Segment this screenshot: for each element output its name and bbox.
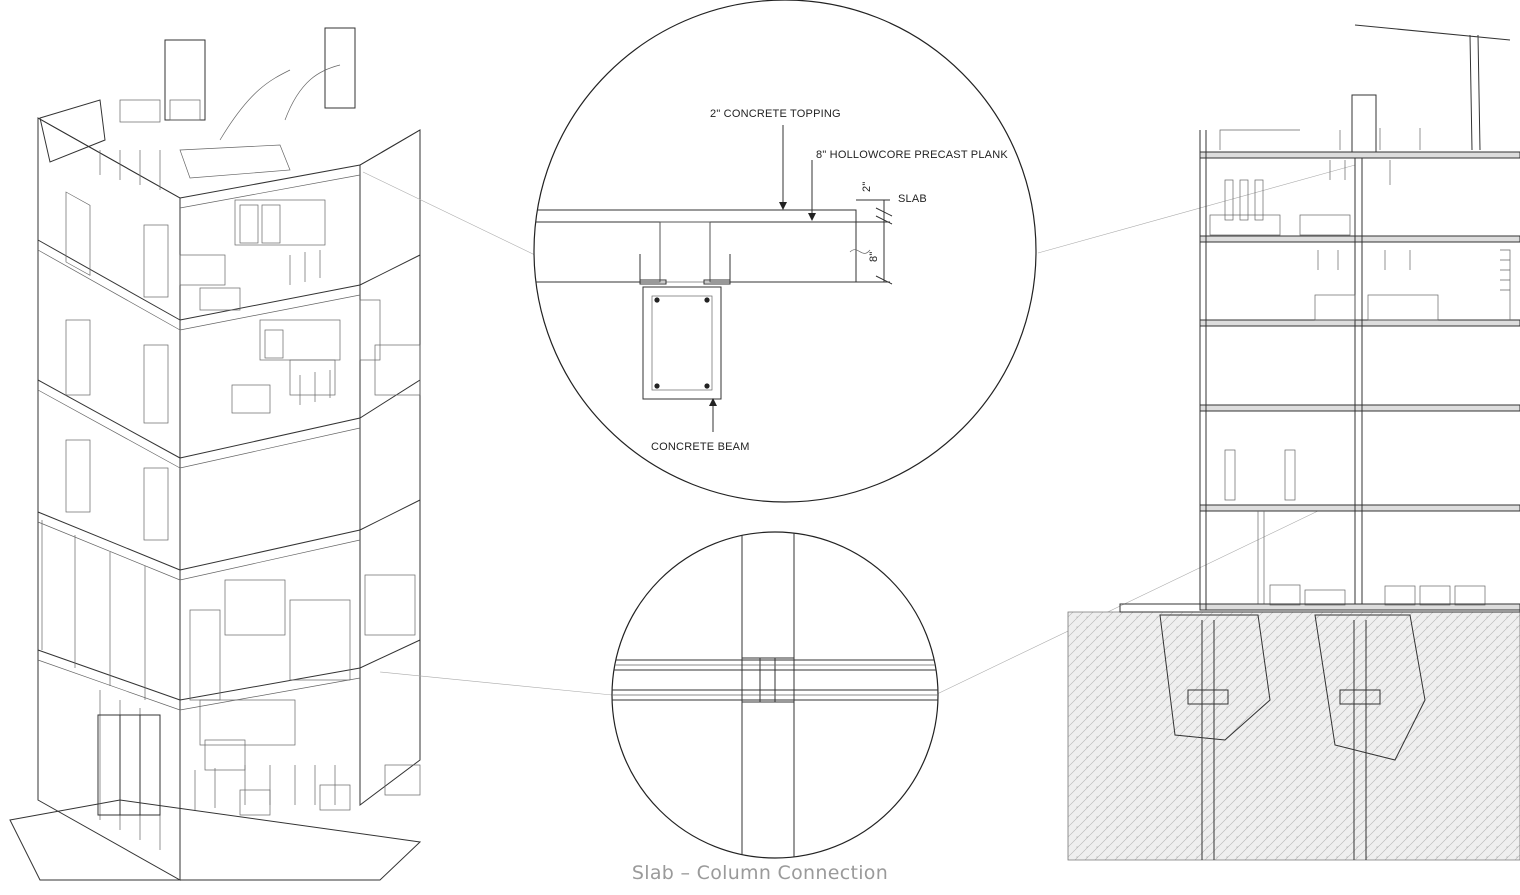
plank-label: 8" HOLLOWCORE PRECAST PLANK	[816, 149, 1008, 161]
dim-large: 8"	[868, 252, 880, 262]
leader-lines	[362, 164, 1356, 696]
beam-label: CONCRETE BEAM	[651, 441, 750, 453]
figure-caption: Slab – Column Connection	[631, 862, 889, 884]
building-section	[1067, 24, 1520, 861]
isometric-building	[9, 27, 422, 881]
detail-slab-beam: 2" CONCRETE TOPPING 8" HOLLOWCORE PRECAS…	[533, 0, 1037, 503]
dim-small: 2"	[861, 182, 873, 192]
topping-label: 2" CONCRETE TOPPING	[710, 108, 841, 120]
detail-slab-column	[611, 531, 939, 859]
slab-label: SLAB	[898, 193, 927, 205]
